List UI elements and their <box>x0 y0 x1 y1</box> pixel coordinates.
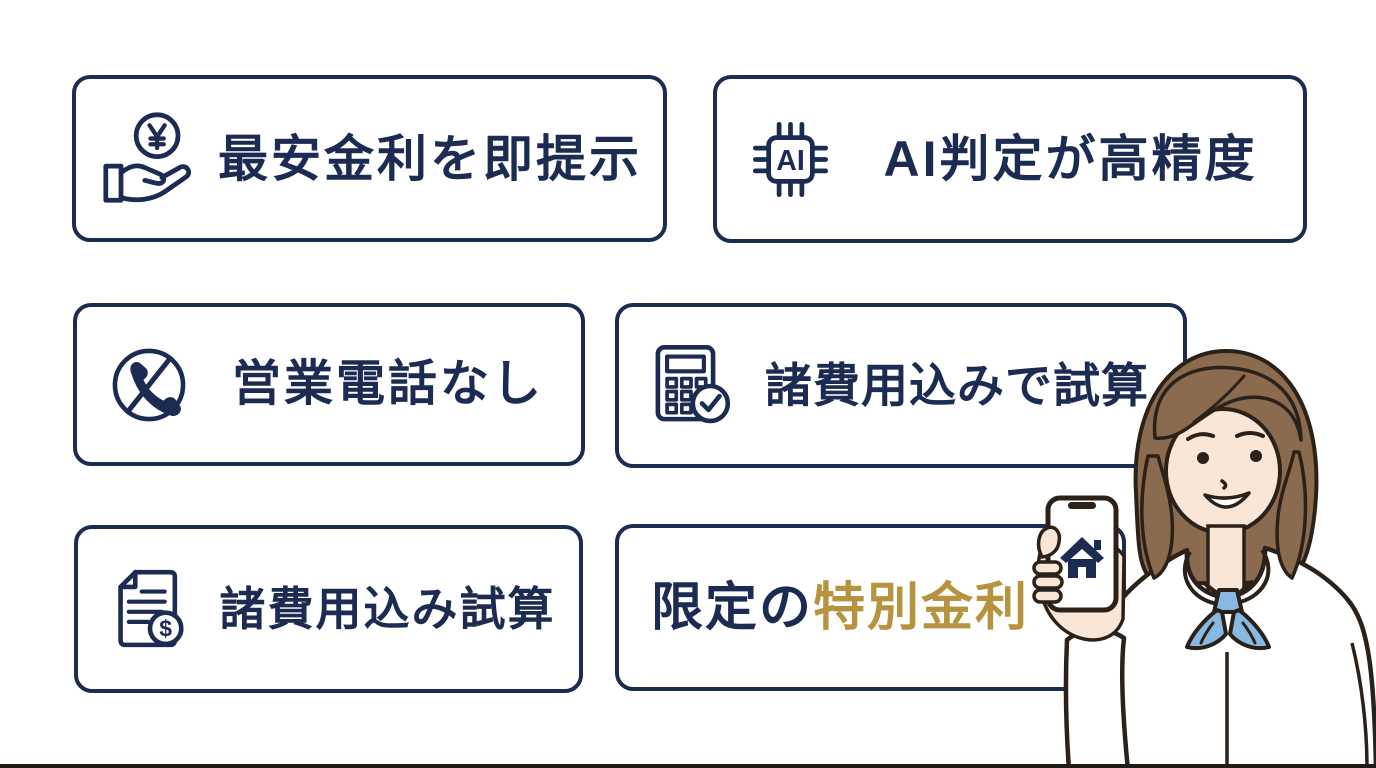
advisor-illustration <box>1032 338 1376 768</box>
svg-text:AI: AI <box>776 144 805 176</box>
feature-label-ai-accuracy: AI判定が高精度 <box>883 131 1258 187</box>
feature-label-fees-included-simulation: 諸費用込みで試算 <box>765 359 1149 412</box>
bottom-border-line <box>0 764 1376 768</box>
document-dollar-icon: $ <box>104 563 196 655</box>
svg-text:$: $ <box>159 616 172 642</box>
feature-label-no-sales-calls: 営業電話なし <box>231 357 544 411</box>
special-rate-prefix: 限定の <box>651 578 814 637</box>
feature-box-ai-accuracy: AI AI判定が高精度 <box>713 75 1307 243</box>
feature-box-no-sales-calls: 営業電話なし <box>73 303 585 466</box>
feature-label-fees-included-estimate: 諸費用込み試算 <box>219 583 556 635</box>
ai-chip-icon: AI <box>743 112 838 207</box>
ribbon-bow <box>1185 580 1271 651</box>
feature-box-fees-included-estimate: $ 諸費用込み試算 <box>74 525 583 693</box>
mouth <box>1203 491 1251 509</box>
special-rate-highlight: 特別金利 <box>813 578 1030 637</box>
calculator-check-icon <box>645 340 737 432</box>
feature-label-lowest-rate: 最安金利を即提示 <box>218 130 642 187</box>
hand-yen-coin-icon <box>102 111 197 206</box>
feature-box-lowest-rate: 最安金利を即提示 <box>72 75 667 242</box>
phone-house-icon <box>1060 537 1104 578</box>
feature-box-fees-included-simulation: 諸費用込みで試算 <box>615 303 1187 468</box>
no-sales-call-icon <box>103 339 195 431</box>
bangs <box>1152 365 1303 442</box>
sleeve <box>1063 627 1131 768</box>
feature-label-special-rate: 限定の特別金利 <box>651 582 1104 634</box>
